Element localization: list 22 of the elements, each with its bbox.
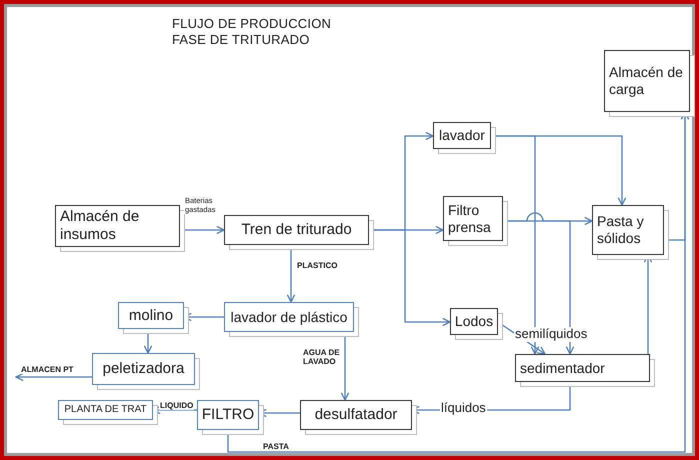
box-label: Pasta y sólidos — [597, 213, 645, 247]
edge-label: PASTA — [262, 442, 290, 452]
box-label: Filtro prensa — [448, 202, 492, 236]
edge-label: PLASTICO — [296, 261, 338, 270]
edge-label: ALMACEN PT — [20, 365, 74, 374]
box-label: peletizadora — [102, 360, 184, 378]
box-label: FILTRO — [202, 406, 254, 424]
edge-label: LIQUIDO — [159, 401, 194, 410]
box-label: lavador — [439, 127, 485, 144]
box-label: Almacén de insumos — [60, 208, 140, 244]
edge-label: líquidos — [440, 401, 487, 416]
box-label: sedimentador — [520, 360, 605, 376]
edge-label: semilíquidos — [514, 327, 588, 342]
diagram-title: FLUJO DE PRODUCCION FASE DE TRITURADO — [172, 16, 332, 48]
box-label: molino — [128, 306, 174, 324]
box-label: Tren de triturado — [241, 221, 352, 239]
box-label: PLANTA DE TRAT — [64, 404, 147, 416]
arrow — [15, 372, 92, 382]
box-label: Almacén de carga — [609, 64, 684, 98]
box-label: desulfatador — [314, 406, 398, 424]
box-label: lavador de plástico — [230, 308, 348, 326]
box-label: Lodos — [454, 313, 494, 330]
